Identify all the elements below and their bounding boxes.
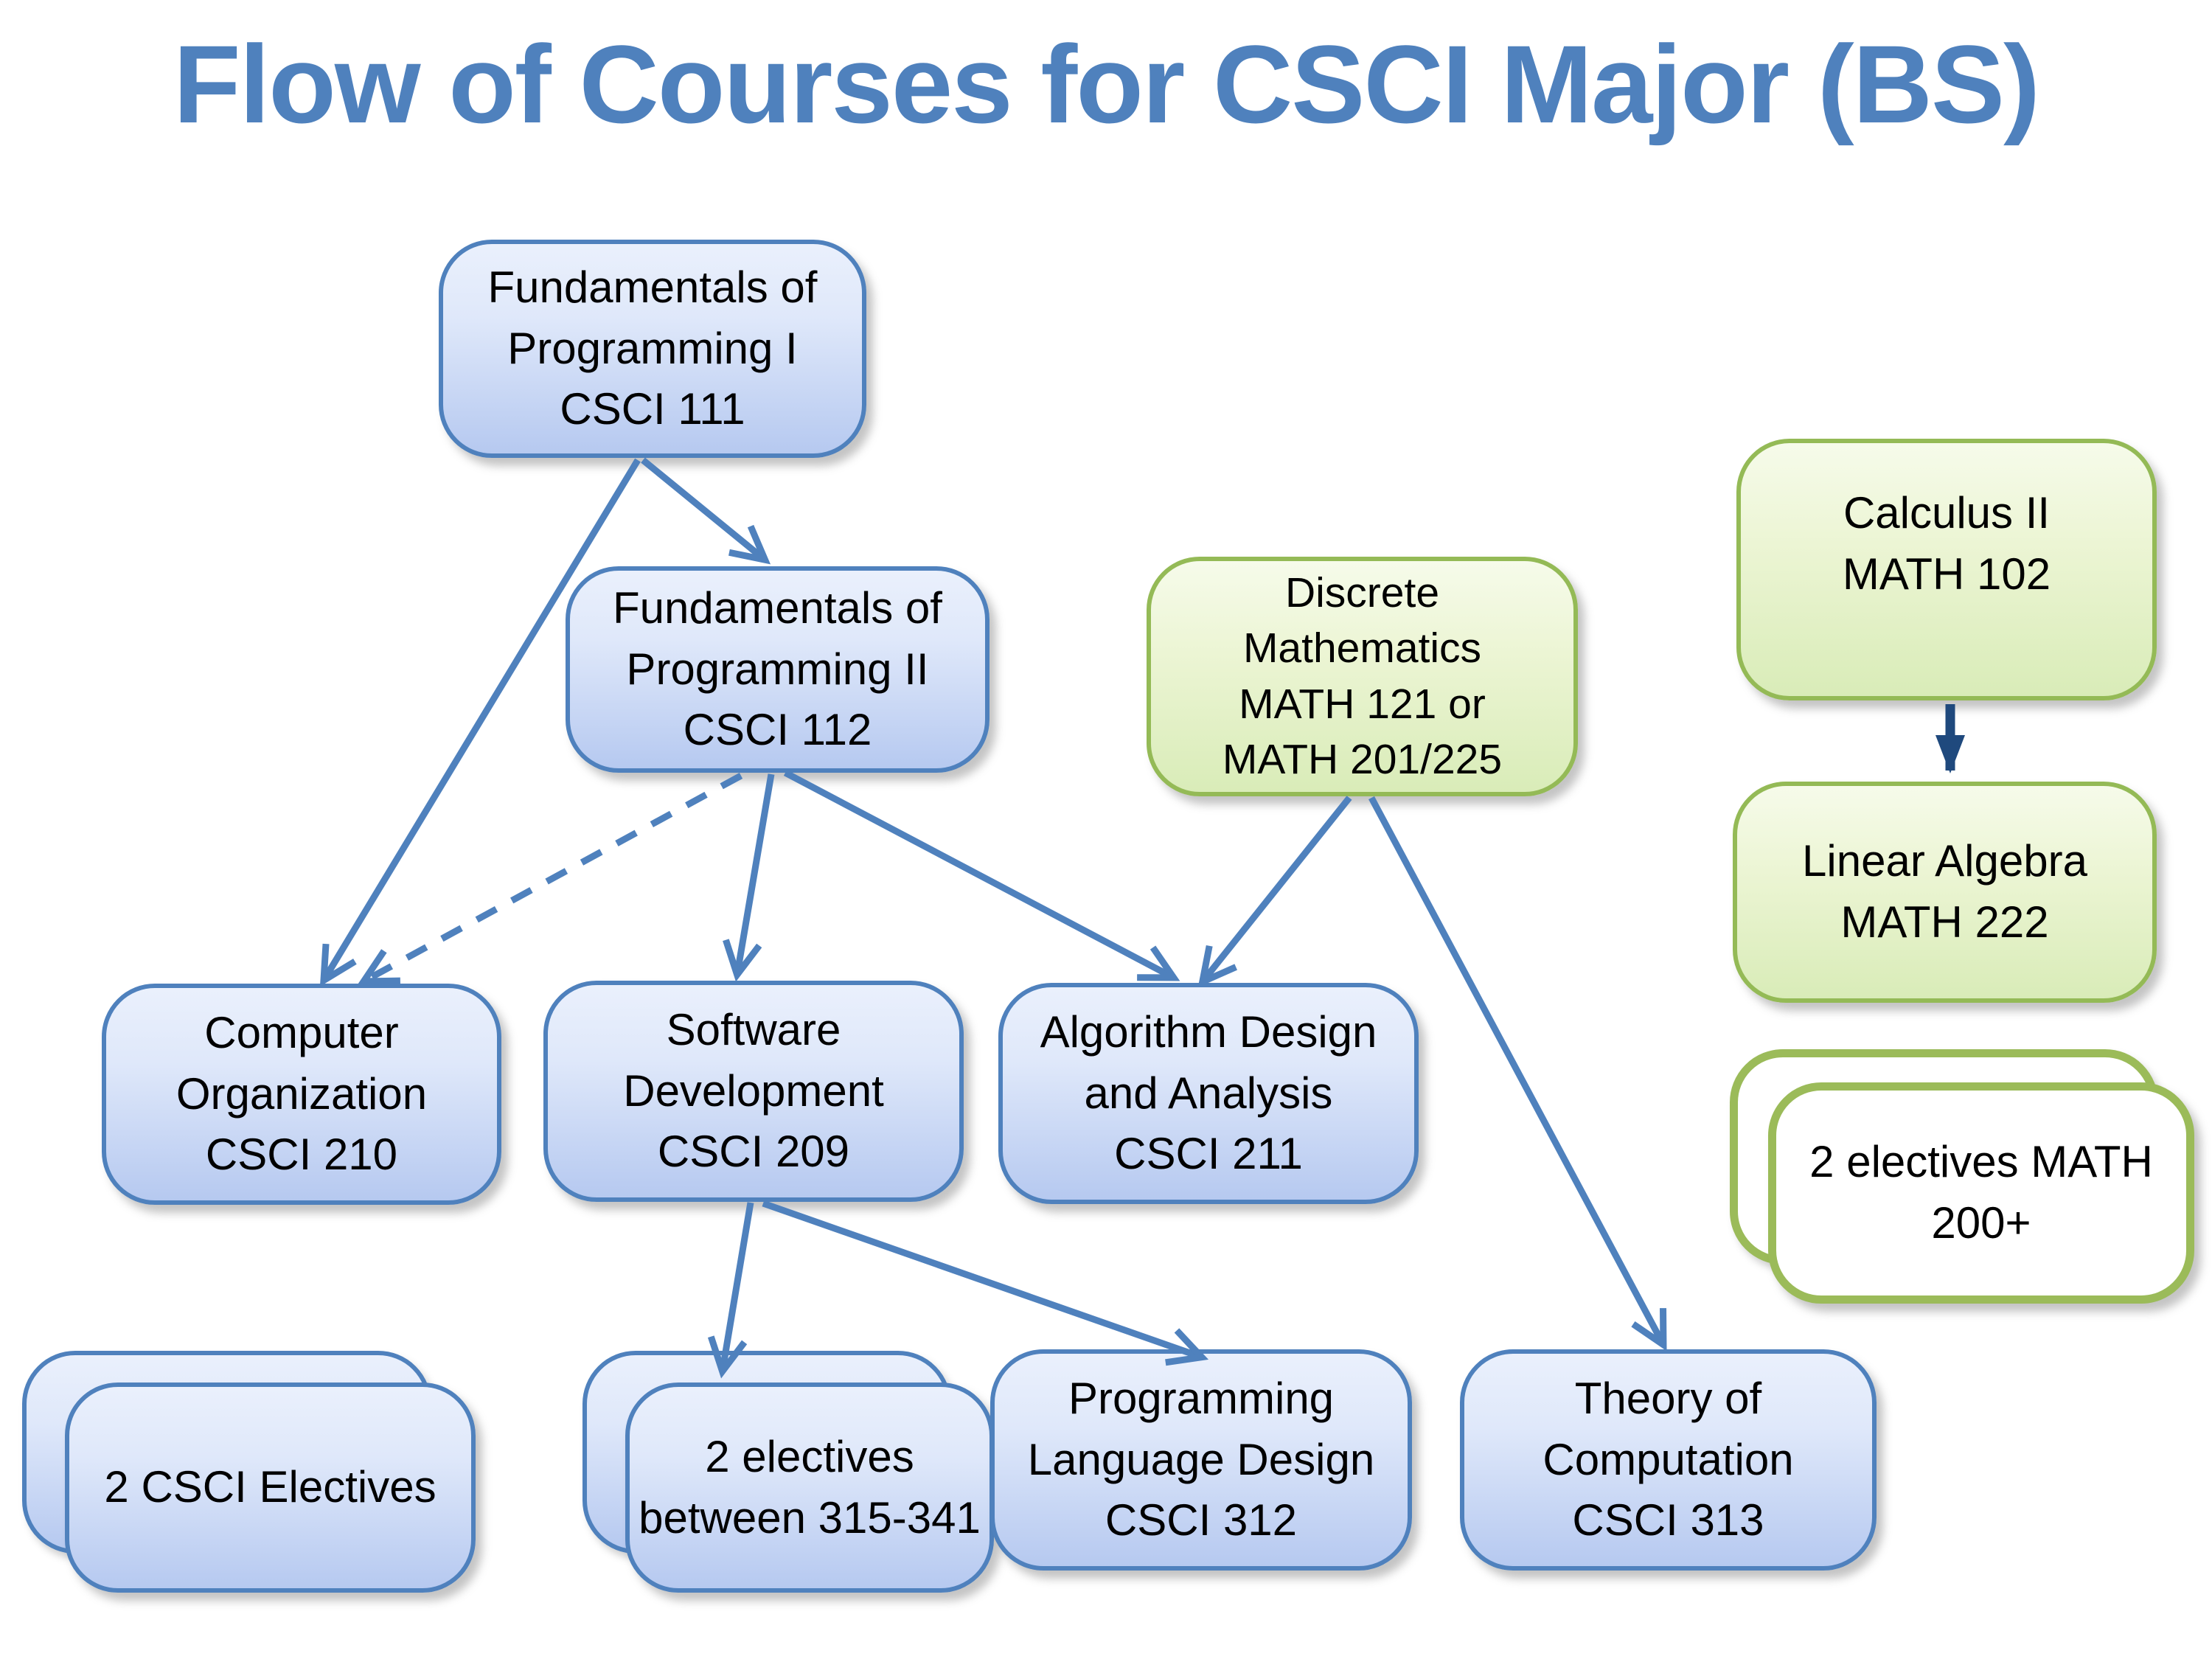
node-csci-211: Algorithm Design and Analysis CSCI 211 [998,983,1419,1204]
node-csci-electives: 2 CSCI Electives [65,1382,476,1593]
node-linear-algebra: Linear Algebra MATH 222 [1733,782,2157,1003]
node-label: 2 electives MATH [1809,1137,2153,1187]
node-label: MATH 222 [1840,897,2049,947]
node-label: Software [666,1004,841,1054]
node-label: MATH 102 [1842,549,2051,599]
arrow-csci112-to-csci210-dashed [357,773,743,985]
node-label: Programming [1068,1373,1335,1423]
node-label: Fundamentals of [487,262,818,312]
page-title: Flow of Courses for CSCI Major (BS) [173,22,2040,146]
node-label: CSCI 112 [683,705,872,755]
arrow-csci111-to-csci112 [641,457,771,565]
node-label: Discrete [1284,569,1440,617]
arrow-csci209-to-electives-315-341 [707,1202,754,1379]
node-label: Theory of [1574,1373,1762,1423]
node-label: MATH 121 or [1239,680,1486,728]
node-label: 200+ [1931,1198,2031,1248]
node-label: Programming II [626,644,929,694]
node-label: Language Design [1027,1434,1375,1484]
node-label: CSCI 210 [205,1130,398,1180]
node-discrete-math: Discrete Mathematics MATH 121 or MATH 20… [1147,557,1578,796]
node-label: Computation [1543,1434,1794,1484]
node-label: CSCI 312 [1105,1495,1298,1545]
node-label: between 315-341 [639,1492,981,1543]
node-label: Computer [204,1007,399,1057]
node-label: Algorithm Design [1040,1006,1377,1057]
node-label: Organization [175,1068,428,1119]
node-csci-312: Programming Language Design CSCI 312 [990,1349,1412,1571]
node-label: CSCI 111 [560,384,745,434]
node-csci-209: Software Development CSCI 209 [543,981,964,1202]
node-csci-112: Fundamentals of Programming II CSCI 112 [566,566,990,773]
node-label: Development [623,1065,884,1116]
node-math-electives: 2 electives MATH 200+ [1768,1082,2194,1304]
arrow-csci112-to-csci211 [783,770,1180,981]
arrow-csci209-to-csci312 [762,1200,1209,1366]
node-label: Linear Algebra [1802,836,2087,886]
node-csci-111: Fundamentals of Programming I CSCI 111 [439,240,866,458]
node-csci-313: Theory of Computation CSCI 313 [1460,1349,1877,1571]
node-label: Programming I [507,323,798,373]
node-label: Fundamentals of [613,582,942,633]
node-csci-210: Computer Organization CSCI 210 [102,984,501,1205]
node-label: Mathematics [1242,625,1482,672]
node-label: CSCI 313 [1572,1495,1764,1545]
node-calculus-2: Calculus II MATH 102 [1736,439,2157,700]
arrow-csci112-to-csci209 [723,773,775,982]
node-label: 2 electives [705,1431,914,1481]
node-label: 2 CSCI Electives [104,1462,437,1512]
arrow-discrete-to-csci211 [1197,796,1352,988]
node-label: CSCI 209 [657,1127,850,1177]
node-electives-315-341: 2 electives between 315-341 [625,1382,994,1593]
node-label: MATH 201/225 [1222,735,1503,783]
node-label: Calculus II [1843,487,2051,538]
node-label: and Analysis [1084,1068,1333,1118]
node-label: CSCI 211 [1114,1129,1303,1179]
